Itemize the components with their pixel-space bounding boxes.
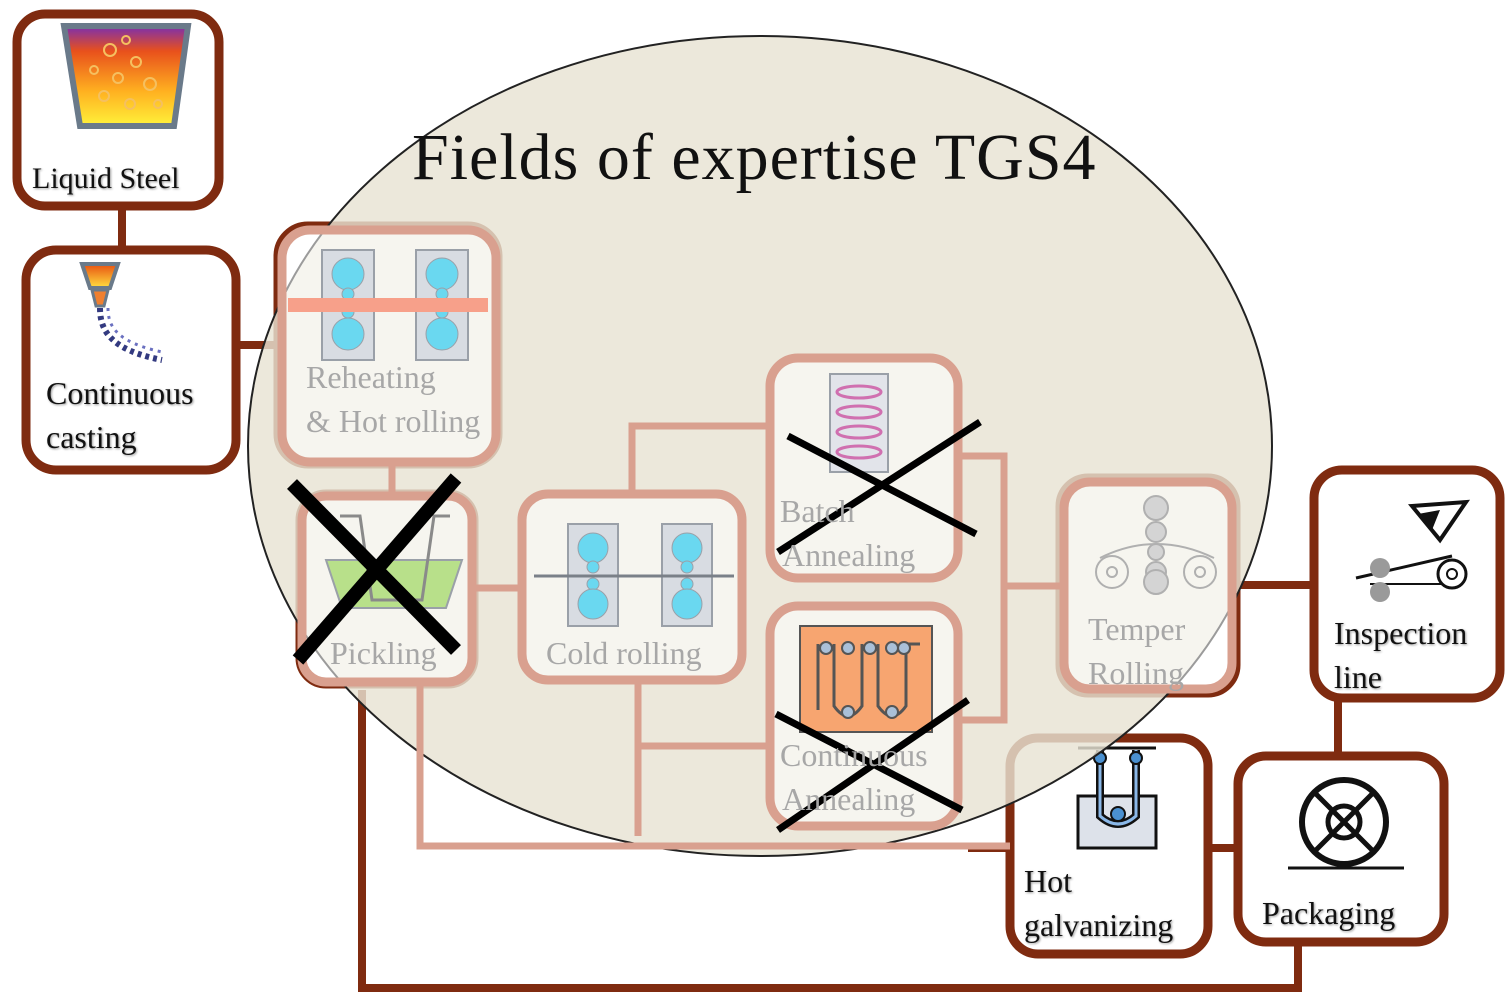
continuous-casting-label-line2: casting: [46, 419, 137, 455]
liquid-steel-label: Liquid Steel: [32, 162, 180, 195]
hot-galvanizing-label-line2: galvanizing: [1024, 907, 1174, 943]
caster-icon: [79, 262, 163, 363]
temper-rolling-label-line2: Rolling: [1088, 655, 1185, 691]
batch-annealing-label-line2: Annealing: [782, 537, 916, 573]
continuous-annealing-label-line2: Annealing: [782, 781, 916, 817]
coil-icon: [1288, 777, 1404, 870]
packaging-label: Packaging: [1262, 895, 1396, 931]
diagram-title: Fields of expertise TGS4: [412, 121, 1097, 194]
connectors-faded: [388, 422, 1062, 850]
continuous-annealing-label-line1: Continuous: [780, 737, 928, 773]
cold-rolling-stands-icon: [534, 523, 734, 627]
batch-annealing-cross-mark: [776, 419, 982, 555]
pickling-label: Pickling: [330, 635, 437, 671]
batch-annealing-label-line1: Batch: [780, 493, 855, 529]
galvanizing-icon: [1076, 746, 1158, 850]
continuous-casting-box: [21, 245, 241, 475]
cold-rolling-label: Cold rolling: [546, 635, 702, 671]
inspection-icon: [1355, 499, 1470, 602]
continuous-casting-label-line1: Continuous: [46, 375, 194, 411]
inspection-line-label-line2: line: [1334, 659, 1382, 695]
temper-rolling-icon: [1095, 495, 1217, 595]
pickling-cross-mark: [287, 473, 462, 665]
batch-annealing-icon: [829, 373, 889, 473]
inspection-line-label-line1: Inspection: [1334, 615, 1468, 651]
hot-rolling-stands-icon: [288, 249, 488, 361]
temper-rolling-label-line1: Temper: [1088, 611, 1186, 647]
hot-galvanizing-label-line1: Hot: [1024, 863, 1072, 899]
continuous-annealing-icon: [799, 625, 933, 733]
expertise-scope-ellipse: [247, 35, 1273, 857]
hot-rolling-label-line2: & Hot rolling: [306, 403, 481, 439]
ladle-icon: [60, 23, 192, 129]
continuous-annealing-cross-mark: [774, 697, 970, 833]
hot-rolling-label-line1: Reheating: [306, 359, 436, 395]
packaging-box: [1233, 751, 1449, 947]
